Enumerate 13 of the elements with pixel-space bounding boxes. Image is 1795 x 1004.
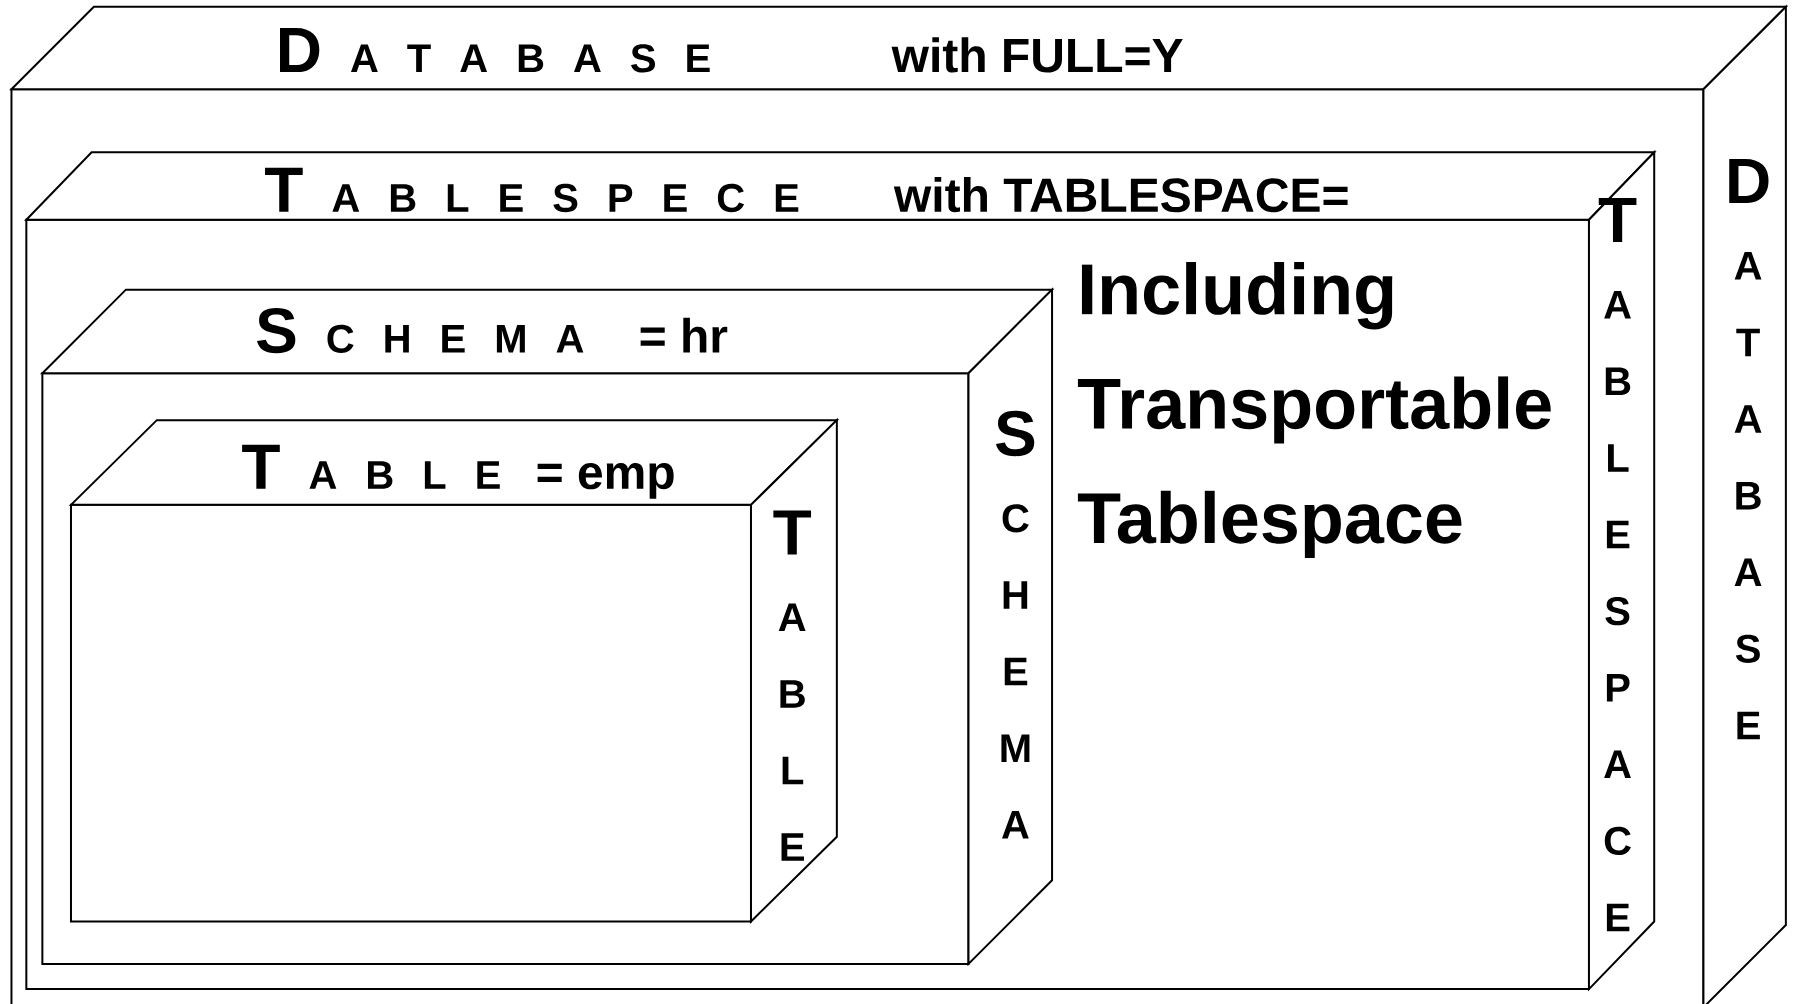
box-title: D A T A B A S E [280, 28, 710, 73]
box-title: T A B L E [242, 444, 500, 489]
note-text: Including Transportable Tablespace [1077, 262, 1551, 558]
box-title: T A B L E S P E C E [265, 167, 799, 213]
box-caption: = emp [537, 462, 674, 499]
side-label: SCHEMA [995, 410, 1035, 839]
side-label: DATABASE [1729, 159, 1769, 740]
box-title: S C H E M A [257, 307, 584, 354]
box-caption: with TABLESPACE= [893, 177, 1348, 213]
side-label: TABLESPACE [1598, 197, 1637, 932]
side-label: TABLE [773, 510, 812, 861]
box-caption: with FULL=Y [891, 37, 1183, 73]
box-caption: = hr [640, 317, 728, 353]
